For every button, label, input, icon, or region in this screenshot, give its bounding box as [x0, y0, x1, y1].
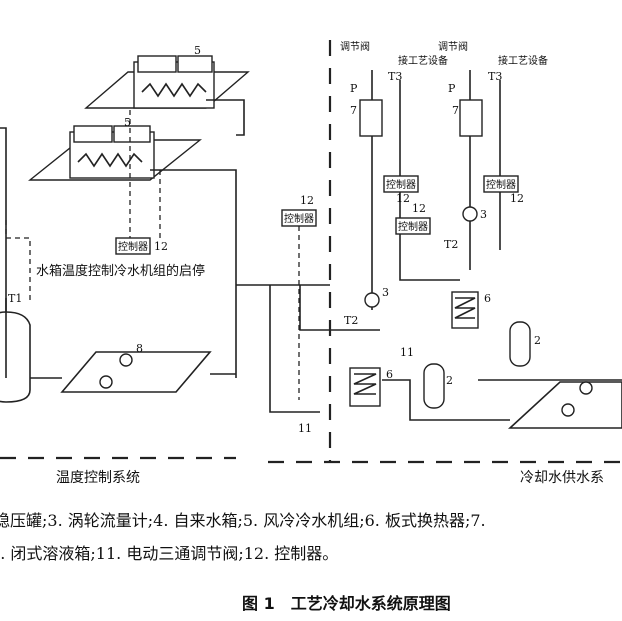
controller-label: 控制器: [486, 178, 516, 191]
controller-label: 控制器: [398, 220, 428, 233]
flowmeter-3b: [462, 206, 478, 222]
label-t2: T2: [444, 238, 458, 251]
pipe: [299, 285, 380, 331]
label-p: P: [448, 82, 456, 95]
label-t2: T2: [344, 314, 358, 327]
label-12: 12: [412, 202, 426, 215]
air-cooled-chiller-2: [28, 125, 202, 181]
label-12: 12: [154, 240, 168, 253]
air-cooled-chiller-1: [84, 55, 250, 109]
label-12: 12: [300, 194, 314, 207]
label-8: 8: [136, 342, 143, 355]
label-7: 7: [350, 104, 357, 117]
label-12: 12: [510, 192, 524, 205]
pipe: [399, 80, 460, 281]
pipe: [382, 379, 510, 421]
pump-group: [30, 351, 236, 393]
label-11: 11: [400, 346, 414, 359]
controller-box: [383, 175, 419, 193]
pipe: [0, 127, 7, 378]
controller-label: 控制器: [118, 240, 148, 253]
label-3: 3: [382, 286, 389, 299]
label-t3: T3: [388, 70, 402, 83]
pipe: [150, 169, 237, 378]
controller-box: [483, 175, 519, 193]
label-5: 5: [124, 116, 131, 129]
label-t3: T3: [488, 70, 502, 83]
process-label: 接工艺设备: [498, 54, 548, 67]
label-3: 3: [480, 208, 487, 221]
controller-label: 控制器: [284, 212, 314, 225]
stabilizer-tank-2a: [423, 363, 445, 409]
controller-label: 控制器: [386, 178, 416, 191]
pipe: [269, 285, 320, 413]
label-11: 11: [298, 422, 312, 435]
label-2: 2: [534, 334, 541, 347]
label-7: 7: [452, 104, 459, 117]
legend-caption-line-1: 稳压罐;3. 涡轮流量计;4. 自来水箱;5. 风冷冷水机组;6. 板式换热器;…: [0, 511, 486, 530]
filter-7a: [359, 99, 383, 137]
label-t1: T1: [8, 292, 22, 305]
pump-group-right: [507, 381, 622, 429]
process-cooling-water-schematic: 控制器 12 水箱温度控制冷水机组的启停 T1 8 5 5 温度控制系统 6 1…: [0, 40, 622, 486]
label-p: P: [350, 82, 358, 95]
valve-label: 调节阀: [438, 40, 468, 53]
section-label-cooling-supply: 冷却水供水系: [520, 470, 604, 486]
label-5: 5: [194, 44, 201, 57]
process-label: 接工艺设备: [398, 54, 448, 67]
control-line: [5, 220, 31, 300]
filter-7b: [459, 99, 483, 137]
plate-heat-exchanger-2: [451, 291, 479, 329]
figure-number: 图 1: [242, 594, 275, 613]
closed-solution-tank: [0, 298, 31, 403]
controller-box: [115, 237, 151, 255]
label-6: 6: [484, 292, 491, 305]
label-6: 6: [386, 368, 393, 381]
pipe: [206, 99, 245, 136]
label-2: 2: [446, 374, 453, 387]
stabilizer-tank-2b: [509, 321, 531, 367]
valve-label: 调节阀: [340, 40, 370, 53]
figure-title: 图 1 工艺冷却水系统原理图: [242, 590, 451, 614]
controller-box: [395, 217, 431, 235]
control-note: 水箱温度控制冷水机组的启停: [36, 263, 205, 279]
section-label-temperature: 温度控制系统: [56, 470, 140, 486]
plate-heat-exchanger-1: [349, 367, 381, 407]
flowmeter-3a: [364, 292, 380, 308]
label-12: 12: [396, 192, 410, 205]
figure-title-text: 工艺冷却水系统原理图: [290, 594, 451, 613]
legend-caption-line-2: ). 闭式溶液箱;11. 电动三通调节阀;12. 控制器。: [0, 544, 339, 563]
